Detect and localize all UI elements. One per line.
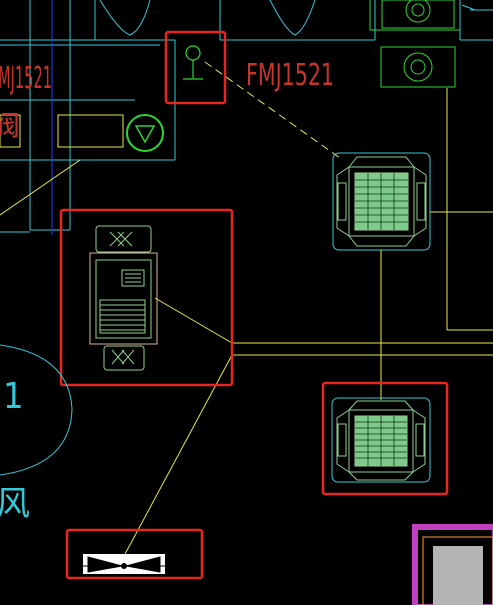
highlight-fan-symbol [65,528,204,580]
top-right-equipment [369,0,461,88]
yellow-diagonal-left [0,159,81,216]
left-equipment-boxes [0,114,124,148]
cassette-ac-unit-icon [331,397,431,483]
condensate-pipes [123,88,493,557]
valve-leader-line [204,61,341,159]
fan-symbol-icon [83,554,165,574]
wall-mounted-unit-icon [89,225,158,371]
circle-marker-icon [126,114,164,152]
bottom-right-structure [412,524,493,605]
partial-char-bottom: 风 [0,484,30,524]
highlight-valve-symbol [164,30,227,105]
room-number: 1 [3,376,24,417]
top-left-walls [0,0,376,231]
highlight-wall-unit [59,208,234,387]
top-right-walls [459,0,493,41]
partial-char-top: 阀 [0,109,20,142]
highlight-cassette-unit [321,381,449,496]
door-code-left: MJ1521 [0,61,52,96]
left-room-outline [0,231,73,476]
door-code-right: FMJ1521 [246,58,334,93]
valve-symbol-icon [183,45,203,80]
cassette-ac-unit-icon [332,152,431,251]
